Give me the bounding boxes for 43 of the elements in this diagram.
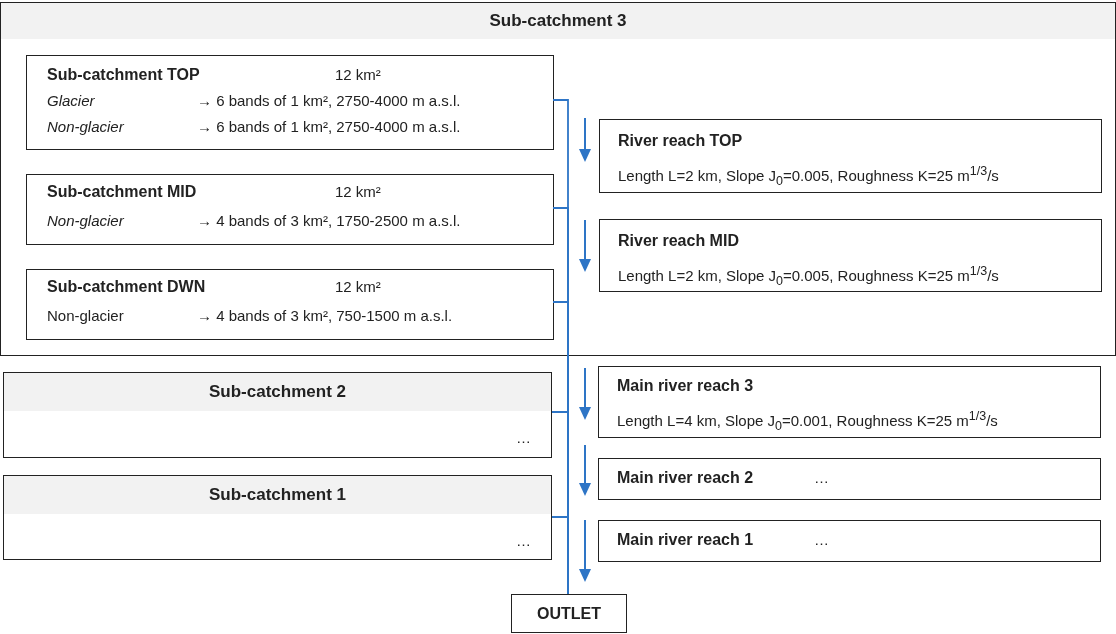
process-box — [598, 458, 1101, 500]
process-box — [26, 55, 554, 150]
undefined: Sub-catchment 2 — [4, 373, 551, 411]
box-heading: River reach MID — [618, 232, 739, 250]
process-box — [3, 372, 552, 458]
process-box — [3, 475, 552, 560]
land-type-label: Non-glacier — [47, 118, 124, 136]
box-heading: Sub-catchment DWN — [47, 278, 206, 296]
land-type-label: Non-glacier — [47, 307, 124, 325]
ellipsis: … — [516, 532, 531, 550]
box-heading: Main river reach 3 — [617, 377, 754, 395]
process-box — [598, 520, 1101, 562]
area-label: 12 km² — [335, 66, 381, 84]
band-description: → 4 bands of 3 km², 1750-2500 m a.s.l. — [197, 212, 461, 230]
process-box — [26, 174, 554, 245]
band-description: → 6 bands of 1 km², 2750-4000 m a.s.l. — [197, 118, 461, 136]
reach-parameters: Length L=2 km, Slope J$_{0}$=0.005, Roughness K=25 m$^{1/3}$/s — [618, 163, 999, 190]
process-box — [598, 366, 1101, 438]
area-label: 12 km² — [335, 278, 381, 296]
box-heading: Main river reach 1 — [617, 531, 754, 549]
outlet-box — [511, 594, 627, 633]
land-type-label: Glacier — [47, 92, 95, 110]
box-heading: OUTLET — [536, 603, 602, 624]
process-box — [599, 219, 1102, 292]
band-description: → 4 bands of 3 km², 750-1500 m a.s.l. — [197, 307, 453, 325]
box-heading: River reach TOP — [618, 132, 743, 150]
ellipsis: … — [814, 469, 829, 487]
box-heading: Sub-catchment MID — [47, 183, 197, 201]
process-box — [599, 119, 1102, 193]
box-heading: Main river reach 2 — [617, 469, 754, 487]
ellipsis: … — [516, 429, 531, 447]
group-panel — [0, 2, 1116, 356]
undefined: Sub-catchment 1 — [4, 476, 551, 514]
land-type-label: Non-glacier — [47, 212, 124, 230]
connector-line — [551, 516, 569, 595]
ellipsis: … — [814, 531, 829, 549]
box-heading: Sub-catchment TOP — [47, 66, 200, 84]
reach-parameters: Length L=4 km, Slope J$_{0}$=0.001, Roughness K=25 m$^{1/3}$/s — [617, 408, 998, 435]
band-description: → 6 bands of 1 km², 2750-4000 m a.s.l. — [197, 92, 461, 110]
area-label: 12 km² — [335, 183, 381, 201]
process-box — [26, 269, 554, 340]
reach-parameters: Length L=2 km, Slope J$_{0}$=0.005, Roughness K=25 m$^{1/3}$/s — [618, 263, 999, 290]
undefined: Sub-catchment 3 — [1, 3, 1115, 39]
